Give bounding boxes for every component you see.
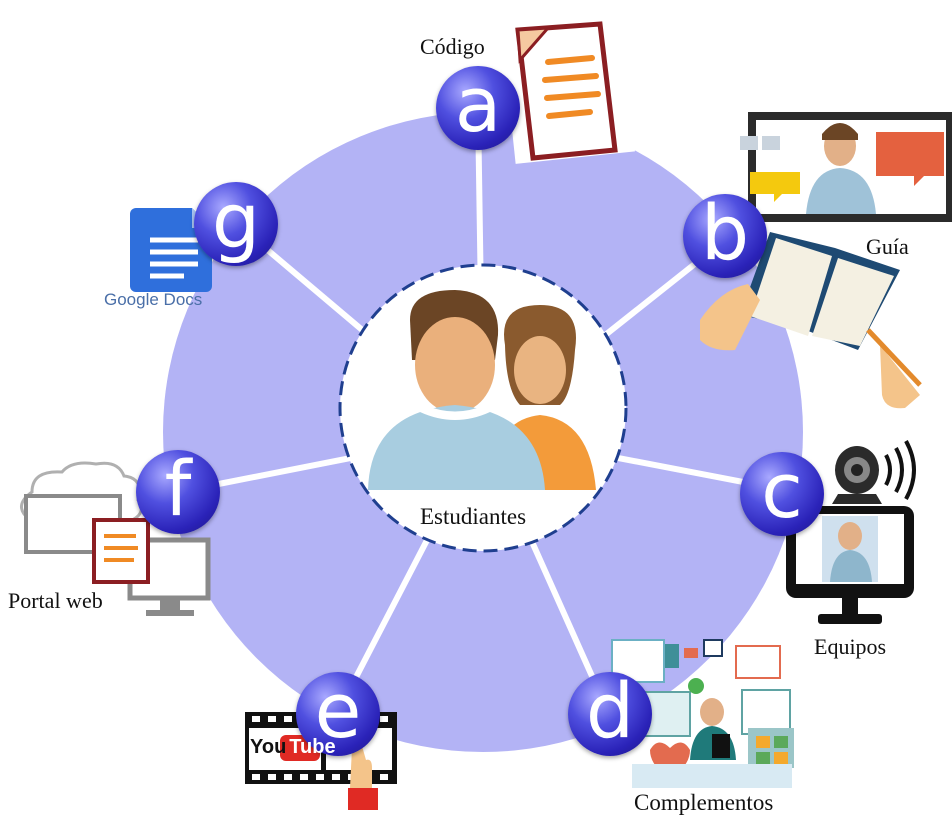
apps-workspace-icon bbox=[611, 639, 794, 788]
students-icon bbox=[368, 290, 596, 490]
center-label: Estudiantes bbox=[420, 504, 527, 529]
node-a-letter: a bbox=[454, 60, 502, 149]
google-docs-wordmark: Google Docs bbox=[104, 290, 202, 310]
node-e: e bbox=[296, 672, 380, 756]
node-b: b bbox=[683, 194, 767, 278]
youtube-tube-text: Tube bbox=[289, 736, 336, 758]
node-c: c bbox=[740, 452, 824, 536]
node-f: f bbox=[136, 450, 220, 534]
label-equipos: Equipos bbox=[814, 634, 887, 659]
node-f-letter: f bbox=[164, 444, 192, 533]
youtube-you-text: You bbox=[250, 736, 287, 758]
label-complementos: Complementos bbox=[634, 790, 774, 815]
label-guia: Guía bbox=[866, 234, 909, 259]
webcam-monitor-icon bbox=[786, 440, 916, 624]
node-c-letter: c bbox=[761, 446, 803, 535]
node-d-letter: d bbox=[585, 666, 635, 755]
node-g: g bbox=[194, 182, 278, 266]
document-icon bbox=[501, 12, 635, 164]
google-docs-text: Google Docs bbox=[104, 290, 203, 309]
node-d: d bbox=[568, 672, 652, 756]
web-portal-icon bbox=[20, 461, 211, 616]
node-b-letter: b bbox=[700, 188, 750, 277]
label-codigo: Código bbox=[420, 34, 485, 59]
node-g-letter: g bbox=[211, 176, 261, 265]
node-e-letter: e bbox=[314, 666, 362, 755]
node-a: a bbox=[436, 66, 520, 150]
video-guide-icon bbox=[700, 112, 952, 409]
label-portal-web: Portal web bbox=[8, 588, 103, 613]
